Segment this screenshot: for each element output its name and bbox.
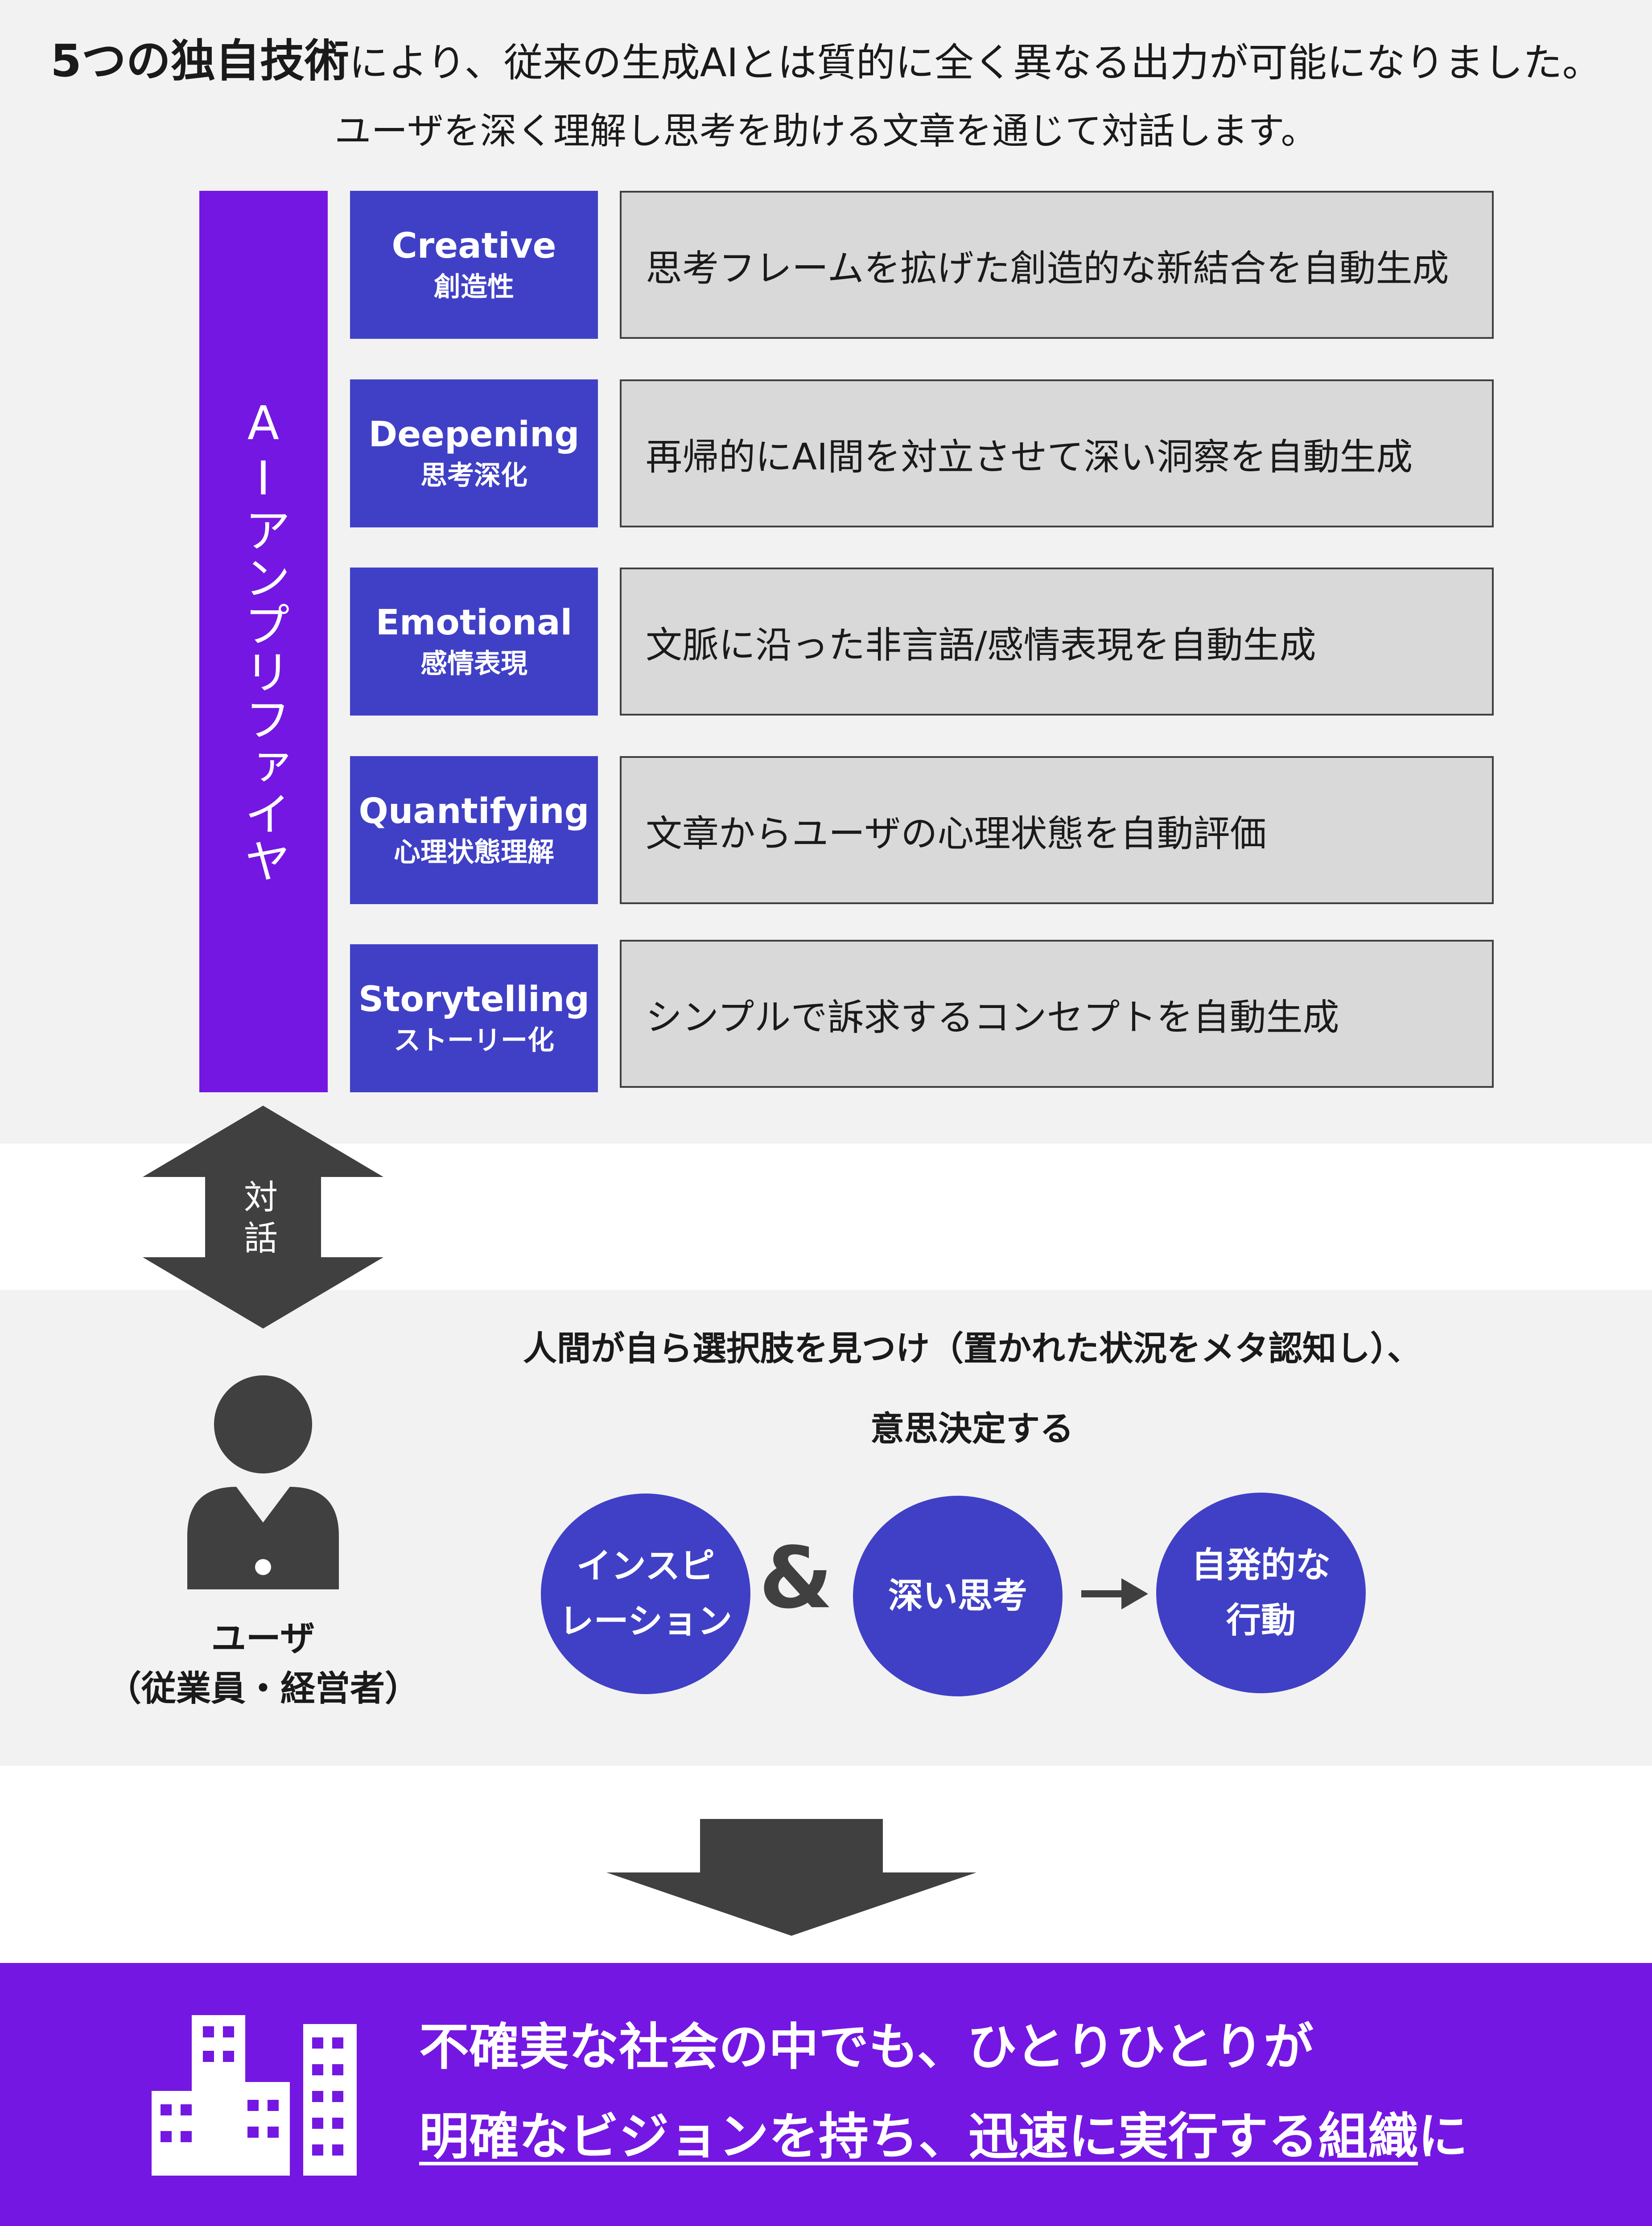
bottom-message-line-2: 明確なビジョンを持ち、迅速に実行する組織に [419, 2101, 1468, 2173]
technique-name-jp: 心理状態理解 [394, 837, 554, 868]
inspiration-circle: インスピ レーション [541, 1494, 750, 1694]
technique-label-storytelling: Storytelling ストーリー化 [350, 944, 598, 1092]
action-circle: 自発的な 行動 [1156, 1493, 1366, 1693]
technique-description: 文章からユーザの心理状態を自動評価 [620, 756, 1494, 904]
technique-name-en: Quantifying [358, 791, 589, 831]
bottom-message-underlined: 明確なビジョンを持ち、迅速に実行する組織 [419, 2108, 1418, 2166]
technique-description: 思考フレームを拡げた創造的な新結合を自動生成 [620, 191, 1494, 339]
user-label-line-2: （従業員・経営者） [106, 1669, 420, 1709]
intro-line-2: ユーザを深く理解し思考を助ける文章を通じて対話します。 [334, 110, 1318, 152]
building-icon [152, 2015, 357, 2176]
decision-text-line-2: 意思決定する [870, 1409, 1074, 1448]
right-arrow-icon [1081, 1578, 1148, 1609]
technique-name-en: Emotional [375, 603, 573, 643]
technique-name-en: Creative [391, 226, 556, 266]
user-label-line-1: ユーザ [211, 1619, 315, 1659]
technique-label-creative: Creative 創造性 [350, 191, 598, 339]
technique-description: シンプルで訴求するコンセプトを自動生成 [620, 940, 1494, 1088]
technique-name-en: Deepening [368, 415, 580, 455]
technique-label-quantifying: Quantifying 心理状態理解 [350, 756, 598, 904]
dialog-double-arrow-icon [143, 1106, 383, 1329]
ai-amplifier-label: AIアンプリファイヤ [236, 396, 291, 885]
technique-label-deepening: Deepening 思考深化 [350, 379, 598, 527]
technique-name-en: Storytelling [358, 979, 590, 1020]
action-line-2: 行動 [1226, 1601, 1296, 1641]
down-arrow-icon [606, 1819, 976, 1936]
bottom-message-suffix: に [1418, 2108, 1468, 2166]
technique-name-jp: 思考深化 [420, 460, 527, 491]
intro-highlight: 5つの独自技術 [50, 35, 349, 87]
technique-name-jp: ストーリー化 [394, 1025, 554, 1056]
user-person-icon [187, 1375, 339, 1589]
inspiration-line-1: インスピ [576, 1546, 715, 1586]
user-label: ユーザ （従業員・経営者） [80, 1614, 446, 1714]
ampersand-symbol: & [759, 1529, 833, 1627]
technique-name-jp: 創造性 [434, 272, 514, 303]
technique-name-jp: 感情表現 [420, 648, 527, 679]
dialog-label-line-1: 対 [244, 1177, 278, 1217]
technique-description: 文脈に沿った非言語/感情表現を自動生成 [620, 568, 1494, 716]
technique-label-emotional: Emotional 感情表現 [350, 568, 598, 716]
inspiration-line-2: レーション [559, 1601, 733, 1642]
bottom-message-line-1: 不確実な社会の中でも、ひとりひとりが [419, 2018, 1314, 2076]
intro-line-1: 5つの独自技術により、従来の生成AIとは質的に全く異なる出力が可能になりました。 [0, 28, 1652, 96]
action-line-1: 自発的な [1191, 1545, 1331, 1585]
dialog-label: 対 話 [210, 1177, 312, 1266]
decision-text-line-1: 人間が自ら選択肢を見つけ（置かれた状況をメタ認知し）、 [523, 1329, 1421, 1368]
technique-description: 再帰的にAI間を対立させて深い洞察を自動生成 [620, 379, 1494, 527]
ai-amplifier-bar: AIアンプリファイヤ [199, 191, 328, 1092]
deep-thinking-label: 深い思考 [888, 1576, 1027, 1616]
deep-thinking-circle: 深い思考 [853, 1496, 1063, 1696]
dialog-label-line-2: 話 [244, 1218, 278, 1258]
intro-line-1-rest: により、従来の生成AIとは質的に全く異なる出力が可能になりました。 [349, 40, 1602, 86]
